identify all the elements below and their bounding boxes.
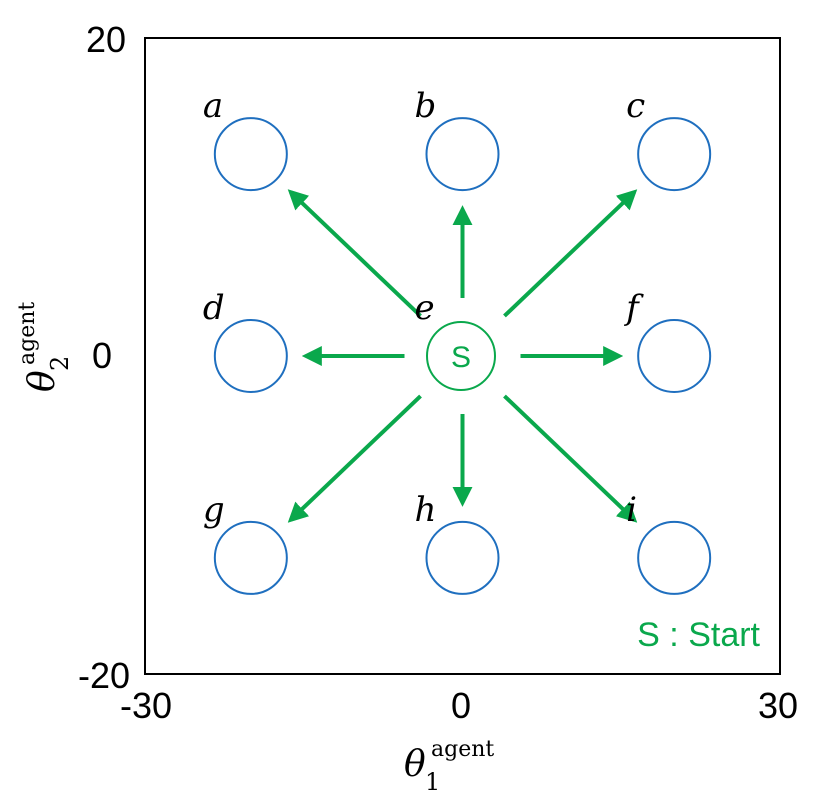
y-tick-top: 20 [86,19,126,60]
y-tick-bottom: -20 [78,655,130,696]
x-tick-left: -30 [120,685,172,726]
targets-layer: a b c d e f g h i [203,86,712,595]
start-legend: S : Start [637,616,760,654]
x-tick-middle: 0 [451,685,471,726]
target-circle-h [425,520,500,595]
x-axis-symbol: θ [404,744,426,785]
start-label: S [451,341,471,374]
y-tick-middle: 0 [92,335,112,376]
x-axis-label: θ 1 agent [404,737,494,796]
y-axis-subscript: 2 [46,356,74,371]
x-tick-right: 30 [758,685,798,726]
arrow-to-c [503,189,638,318]
target-circle-d [213,319,288,393]
arrow-to-i [503,394,638,523]
target-label-g: g [203,490,225,530]
x-axis-subscript: 1 [425,768,440,796]
target-label-h: h [415,490,437,530]
start-circle [426,321,496,391]
target-label-d: d [203,288,225,328]
y-axis-symbol: θ [22,370,63,392]
x-axis-superscript: agent [431,737,494,762]
target-circle-a [213,117,288,192]
arrow-to-a [287,189,422,318]
target-circle-i [637,520,712,595]
start-marker: S [426,321,496,391]
target-circle-b [425,117,500,192]
arrows-layer [287,189,638,523]
y-axis-superscript: agent [15,302,40,365]
target-label-c: c [626,86,645,126]
arrow-to-g [287,394,422,523]
target-label-i: i [626,490,637,530]
target-label-f: f [623,288,644,328]
target-label-e: e [415,288,435,328]
target-label-a: a [203,86,223,126]
y-axis-label: θ 2 agent [15,302,74,392]
target-label-b: b [415,86,437,126]
target-circle-c [637,117,712,192]
target-circle-f [637,319,712,393]
target-circle-g [213,520,288,595]
plot-frame [144,37,781,675]
